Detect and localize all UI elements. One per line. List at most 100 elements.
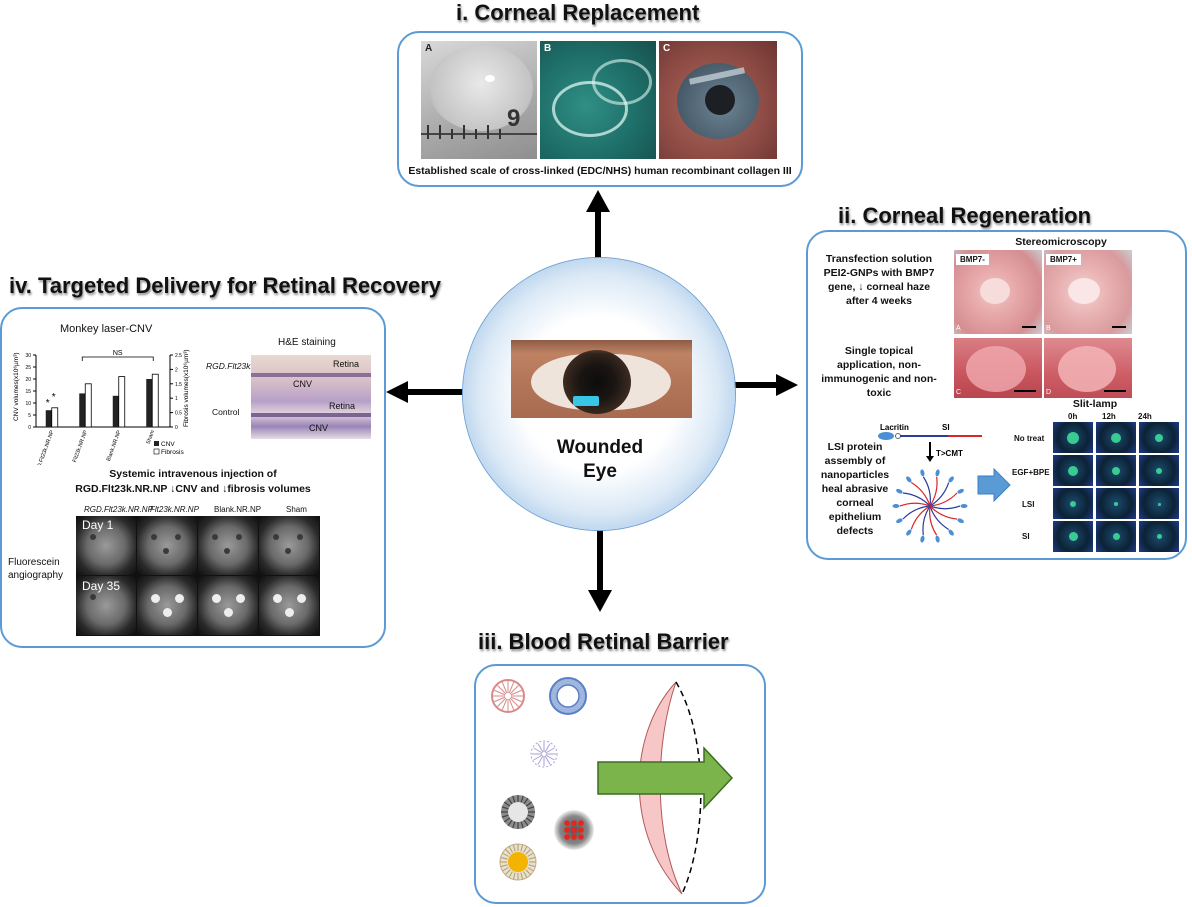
stereo-corner-b: B: [1046, 325, 1051, 332]
fa-label: Fluorescein angiography: [8, 557, 64, 581]
stereo-photo-c: C: [954, 338, 1042, 398]
dendrimer-icon: [530, 740, 558, 768]
photo-label-b: B: [544, 43, 552, 54]
bar-fibrosis: [51, 407, 59, 428]
fa-col-1: RGD.Flt23k.NR.NP: [84, 505, 153, 514]
chart-y-tick-label: 15: [25, 389, 31, 395]
chart-y2-tick-label: 0.5: [175, 411, 182, 417]
stereo-photo-b: BMP7+ B: [1044, 250, 1132, 334]
section-ii-text1: Transfection solution PEI2-GNPs with BMP…: [823, 253, 935, 307]
polymeric-nanoparticle-icon: [554, 810, 594, 850]
slit-lamp-cell: [1096, 455, 1136, 486]
slit-lamp-cell: [1096, 488, 1136, 519]
photo-b-collagen-lens: B: [540, 41, 656, 159]
section-iv-caption-line2: RGD.Flt23k.NR.NP ↓CNV and ↓fibrosis volu…: [75, 483, 311, 495]
fa-day-35: Day 35: [82, 579, 121, 593]
spoked-nanoparticle-icon: [491, 679, 525, 713]
chart-y-tick-label: 10: [25, 401, 31, 407]
bar-cnv: [79, 393, 86, 427]
stereo-corner-a: A: [956, 325, 961, 332]
chart-star-2: *: [52, 392, 56, 403]
slit-lamp-cell: [1053, 422, 1093, 453]
stereo-tag-bmp7-plus: BMP7+: [1046, 254, 1081, 265]
photo-label-c: C: [663, 43, 671, 54]
nanoparticle-diagram: [491, 677, 734, 895]
tcmt-label: T>CMT: [936, 449, 963, 458]
photo-label-a: A: [425, 43, 433, 54]
stereo-photo-d: D: [1044, 338, 1132, 398]
slit-lamp-cell: [1053, 488, 1093, 519]
fa-image-cell: [198, 516, 258, 575]
slit-lamp-cell: [1139, 422, 1179, 453]
slit-lamp-cell: [1096, 422, 1136, 453]
fa-image-cell: [198, 576, 258, 635]
fa-image-cell: [137, 576, 197, 635]
chart-category-label: RGD.Flt23k.NR.NP: [34, 429, 56, 465]
chart-y2-tick-label: 2: [175, 367, 178, 373]
section-iv-caption-line1: Systemic intravenous injection of: [109, 468, 277, 480]
slit-col-12h: 12h: [1102, 412, 1116, 421]
gold-nanoparticle-icon: [499, 843, 537, 881]
legend-swatch-fibrosis: [153, 448, 160, 455]
fa-image-cell: [76, 576, 136, 635]
bar-cnv: [45, 410, 52, 427]
he-tag-retina-2: Retina: [329, 401, 356, 411]
he-tag-cnv-1: CNV: [293, 379, 313, 389]
slit-lamp-cell: [1096, 521, 1136, 552]
he-row-control: Control: [212, 407, 240, 417]
slit-lamp-grid: [1053, 422, 1179, 552]
chart-y-tick-label: 30: [25, 353, 31, 359]
chart-y-tick-label: 25: [25, 365, 31, 371]
slit-lamp-cell: [1053, 521, 1093, 552]
retinal-barrier-crescent: [638, 681, 683, 895]
fa-col-4: Sham: [286, 505, 307, 514]
photo-c-implanted-eye: C: [659, 41, 777, 159]
section-ii-title: ii. Corneal Regeneration: [838, 203, 1092, 228]
bar-cnv: [146, 379, 153, 427]
wounded-eye-label-line2: Eye: [583, 461, 617, 482]
section-iii-title: iii. Blood Retinal Barrier: [478, 629, 729, 654]
legend-label-fibrosis: Fibrosis: [161, 449, 185, 456]
section-ii-text3: LSI protein assembly of nanoparticles he…: [820, 441, 890, 537]
he-tag-retina-1: Retina: [333, 359, 360, 369]
slit-row-lsi: LSI: [1022, 500, 1035, 509]
legend-label-cnv: CNV: [161, 441, 175, 448]
section-i-title: i. Corneal Replacement: [456, 0, 700, 25]
slit-row-egf-bpe: EGF+BPE: [1012, 468, 1050, 477]
slit-lamp-cell: [1053, 455, 1093, 486]
chart-category-label: Flt23k.NR.NP: [72, 429, 89, 463]
fa-col-3: Blank.NR.NP: [214, 505, 262, 514]
section-i-panel: 9 A B C Established scale of cross-linke…: [397, 31, 803, 187]
chart-star-1: *: [46, 398, 50, 409]
fa-image-cell: [137, 516, 197, 575]
lsi-micelle: [892, 469, 968, 543]
chart-category-label: Sham: [146, 429, 157, 445]
lacritin-label: Lacritin: [880, 423, 909, 432]
chart-y2-label: Fibrosis volumes(x10⁶µm³): [183, 349, 190, 427]
ruler-number: 9: [507, 105, 521, 132]
chart-y2-tick-label: 1.5: [175, 382, 182, 388]
stereo-photo-a: BMP7- A: [954, 250, 1042, 334]
lsi-assembly-diagram: Lacritin SI T>CMT: [878, 423, 982, 543]
slit-lamp-title: Slit-lamp: [1072, 398, 1118, 410]
he-staining-image: Retina CNV Retina CNV: [251, 355, 371, 439]
bar-fibrosis: [84, 383, 92, 428]
chart-y-tick-label: 5: [28, 413, 31, 419]
slit-col-24h: 24h: [1138, 412, 1152, 421]
slit-row-no-treat: No treat: [1014, 434, 1045, 443]
wounded-eye-photo: [511, 340, 692, 418]
slit-lamp-cell: [1139, 455, 1179, 486]
stereo-corner-c: C: [956, 389, 962, 396]
bar-fibrosis: [118, 376, 126, 428]
chart-y2-tick-label: 1: [175, 396, 178, 402]
chart-y2-tick-label: 0: [175, 425, 178, 431]
green-arrow: [597, 746, 734, 810]
chart-y-label: CNV volumes(x10⁶µm³): [13, 352, 20, 421]
metal-nanoparticle-icon: [501, 795, 535, 829]
he-title: H&E staining: [278, 337, 336, 348]
section-iv-title: iv. Targeted Delivery for Retinal Recove…: [9, 273, 442, 298]
fa-image-cell: [76, 516, 136, 575]
